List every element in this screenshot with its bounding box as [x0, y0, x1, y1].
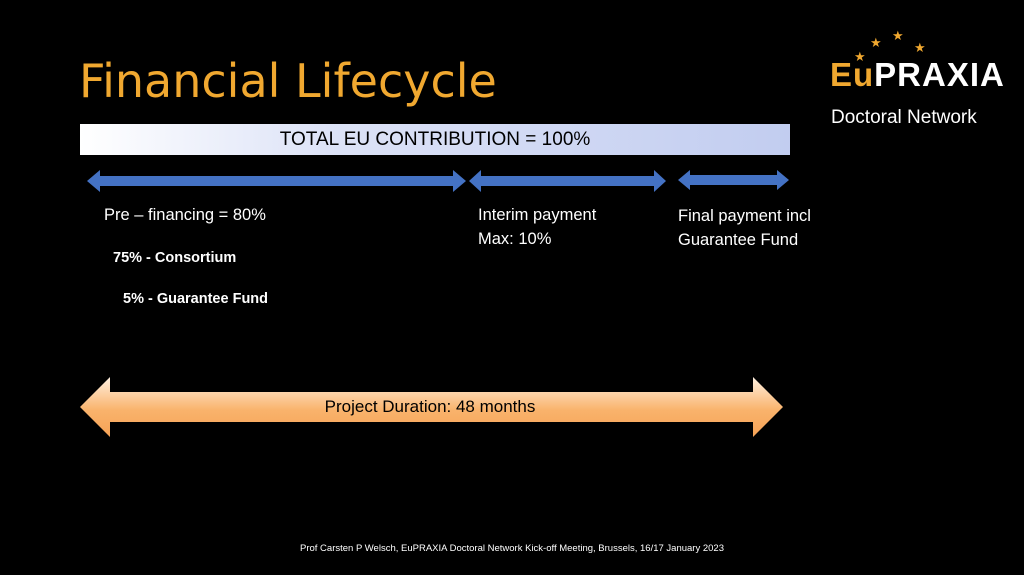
final-arrow: [678, 170, 789, 190]
star-icon: ★: [854, 49, 866, 64]
total-contribution-label: TOTAL EU CONTRIBUTION = 100%: [279, 129, 591, 150]
footer: Prof Carsten P Welsch, EuPRAXIA Doctoral…: [299, 543, 724, 554]
final-payment-label: Final payment incl Guarantee Fund: [678, 207, 811, 249]
prefinancing-label: Pre – financing = 80%: [104, 206, 266, 224]
project-duration-arrow: [80, 377, 783, 437]
interim-arrow: [469, 170, 666, 192]
total-contribution-bar: [80, 124, 790, 155]
interim-payment-label: Interim payment Max: 10%: [478, 206, 597, 248]
prefinancing-arrow: [87, 170, 466, 192]
logo-wordmark: EuPRAXIA: [830, 56, 1005, 93]
star-icon: ★: [892, 28, 904, 43]
star-icon: ★: [914, 40, 926, 55]
slide-title: Financial Lifecycle: [79, 54, 497, 108]
guarantee-fund-label: 5% - Guarantee Fund: [123, 291, 269, 307]
logo-subtitle: Doctoral Network: [831, 107, 977, 128]
consortium-label: 75% - Consortium: [113, 250, 237, 266]
star-icon: ★: [870, 35, 882, 50]
project-duration-label: Project Duration: 48 months: [324, 397, 536, 416]
eupraxia-logo: ★ ★ ★ ★ EuPRAXIA Doctoral Network: [820, 26, 1010, 136]
